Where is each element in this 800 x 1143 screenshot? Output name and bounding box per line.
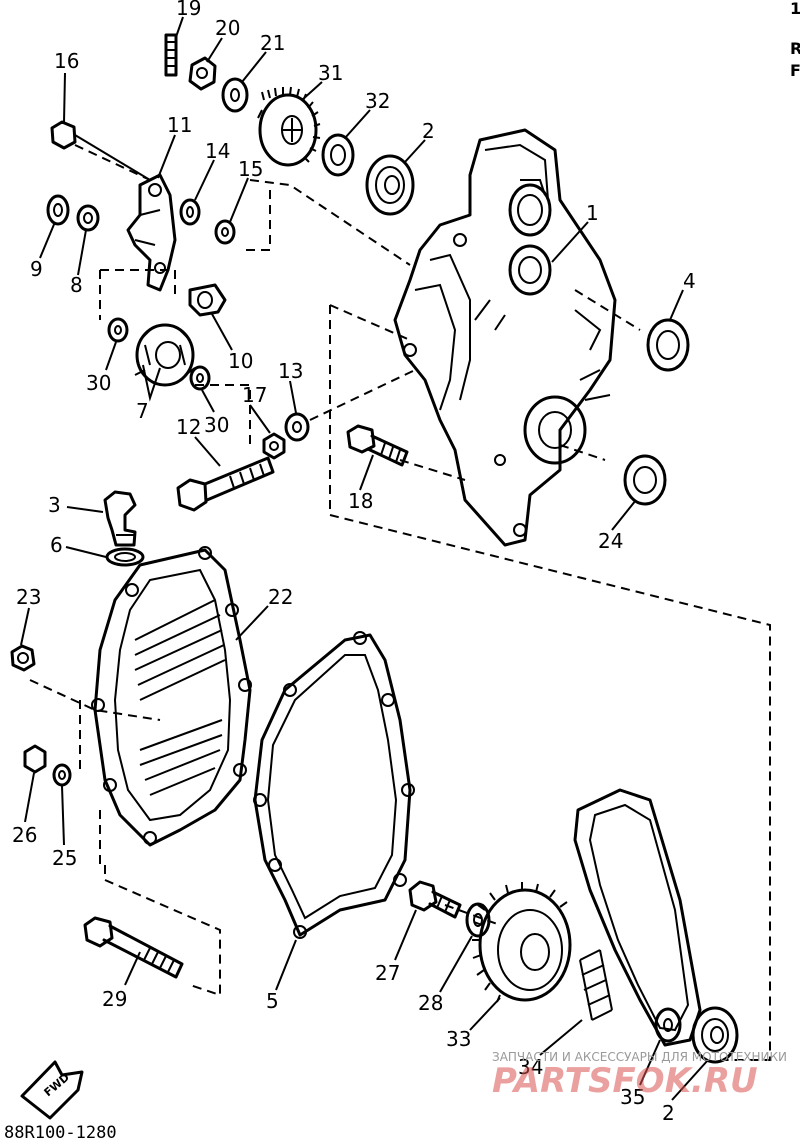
leader-lines — [20, 16, 709, 1101]
bolt-18 — [346, 424, 409, 467]
callout-24: 24 — [598, 529, 623, 553]
washer-25 — [52, 763, 72, 787]
callout-25: 25 — [52, 846, 77, 870]
callout-22: 22 — [268, 585, 293, 609]
bolt-26 — [23, 744, 47, 774]
assembly-lines — [29, 144, 771, 1061]
bolt-27 — [408, 880, 462, 919]
callout-30-right: 30 — [204, 413, 229, 437]
callout-1: 1 — [586, 201, 599, 225]
clip-14 — [179, 198, 201, 226]
lever-11 — [126, 173, 177, 292]
callout-14: 14 — [205, 139, 230, 163]
o-ring-6 — [105, 547, 145, 567]
corner-mark-2: R — [790, 39, 800, 58]
clip-15 — [214, 219, 236, 245]
callout-15: 15 — [238, 157, 263, 181]
seal-24 — [623, 454, 667, 506]
callout-32: 32 — [365, 89, 390, 113]
callout-28: 28 — [418, 991, 443, 1015]
cover-22 — [91, 546, 252, 847]
bearing-2-upper — [365, 154, 415, 216]
callout-8: 8 — [70, 273, 83, 297]
gasket-5 — [253, 631, 415, 939]
corner-mark-1: 1 — [790, 0, 800, 18]
callout-5: 5 — [266, 989, 279, 1013]
washer-9 — [46, 194, 70, 226]
bolt-16 — [50, 120, 151, 181]
nut-17 — [262, 432, 286, 460]
bolt-29 — [83, 916, 184, 979]
seal-4 — [646, 318, 690, 372]
bolt-12 — [176, 456, 275, 512]
callout-19: 19 — [176, 0, 201, 20]
pin-19 — [164, 33, 178, 77]
callout-23: 23 — [16, 585, 41, 609]
callout-27: 27 — [375, 961, 400, 985]
main-housing — [393, 128, 617, 547]
sprocket-33 — [472, 882, 572, 1003]
callout-13: 13 — [278, 359, 303, 383]
callout-4: 4 — [683, 269, 696, 293]
nut-20 — [188, 56, 217, 91]
watermark-logo: PARTSFOK.RU — [492, 1061, 758, 1101]
bolt-23 — [10, 644, 36, 672]
chain-34 — [573, 788, 702, 1047]
gear-31 — [257, 86, 321, 167]
breather-3 — [103, 490, 137, 547]
forward-arrow-icon: FWD — [20, 1060, 84, 1120]
callout-9: 9 — [30, 257, 43, 281]
callout-17: 17 — [242, 383, 267, 407]
washer-21 — [221, 77, 249, 113]
callout-3: 3 — [48, 493, 61, 517]
callout-18: 18 — [348, 489, 373, 513]
washer-13 — [284, 412, 310, 442]
callout-21: 21 — [260, 31, 285, 55]
callout-labels: 19 20 21 31 16 11 32 2 14 15 1 9 8 4 10 … — [12, 0, 696, 1125]
callout-35: 35 — [620, 1085, 645, 1109]
bearing-2-lower — [691, 1006, 739, 1064]
callout-7: 7 — [136, 399, 149, 423]
washer-30-right — [189, 365, 211, 391]
washer-28 — [465, 902, 491, 938]
washer-8 — [76, 204, 100, 232]
callout-2-upper: 2 — [422, 119, 435, 143]
callout-16: 16 — [54, 49, 79, 73]
callout-34: 34 — [518, 1055, 543, 1079]
corner-mark-3: F — [790, 61, 800, 80]
callout-12: 12 — [176, 415, 201, 439]
corner-marks: 1 R F — [790, 0, 800, 80]
callout-33: 33 — [446, 1027, 471, 1051]
collar-32 — [321, 133, 355, 177]
callout-20: 20 — [215, 16, 240, 40]
callout-2-lower: 2 — [662, 1101, 675, 1125]
callout-10: 10 — [228, 349, 253, 373]
gear-7 — [134, 323, 196, 387]
callout-6: 6 — [50, 533, 63, 557]
washer-35 — [654, 1007, 682, 1043]
callout-11: 11 — [167, 113, 192, 137]
plug-10 — [188, 283, 227, 317]
diagram-code: 88R100-1280 — [4, 1123, 117, 1143]
watermark: ЗАПЧАСТИ И АКСЕССУАРЫ ДЛЯ МОТОТЕХНИКИ PA… — [492, 1050, 787, 1101]
callout-30-left: 30 — [86, 371, 111, 395]
callout-31: 31 — [318, 61, 343, 85]
callout-26: 26 — [12, 823, 37, 847]
washer-30-left — [107, 317, 129, 343]
watermark-small-text: ЗАПЧАСТИ И АКСЕССУАРЫ ДЛЯ МОТОТЕХНИКИ — [492, 1050, 787, 1064]
callout-29: 29 — [102, 987, 127, 1011]
